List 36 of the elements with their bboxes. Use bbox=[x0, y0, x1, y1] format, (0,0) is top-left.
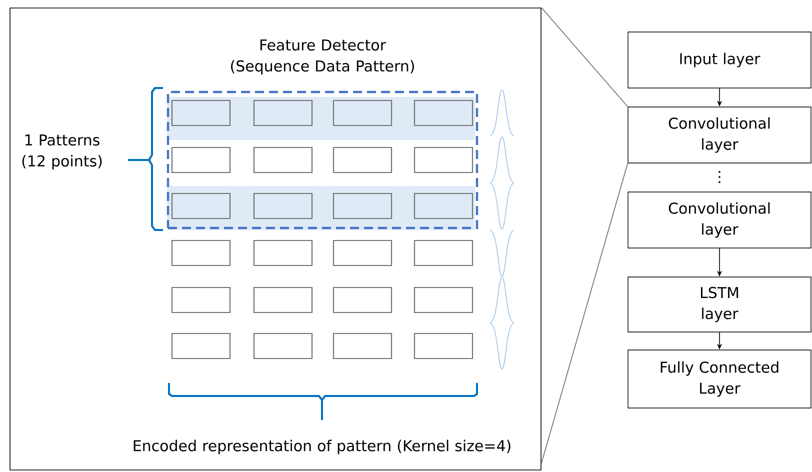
panel-frame bbox=[10, 8, 542, 470]
cell-box bbox=[332, 332, 392, 360]
layer-box: Input layer bbox=[628, 32, 812, 88]
cell-box bbox=[253, 332, 313, 360]
cell-box bbox=[171, 286, 231, 314]
caption-label: Encoded representation of pattern (Kernel size=4) bbox=[134, 440, 510, 454]
cell-box bbox=[171, 332, 231, 360]
zoom-line bbox=[541, 162, 628, 464]
side-label: 1 Patterns (12 points) bbox=[22, 134, 102, 170]
cell-box bbox=[253, 286, 313, 314]
layer-box: Fully Connected Layer bbox=[628, 350, 812, 408]
cell-box bbox=[332, 146, 392, 174]
cell-box bbox=[414, 240, 474, 266]
cell-box bbox=[253, 146, 313, 174]
ellipsis: ⋮ bbox=[718, 170, 720, 184]
cell-box bbox=[171, 192, 231, 220]
cell-box bbox=[414, 332, 474, 360]
cell-box bbox=[414, 286, 474, 314]
cell-box bbox=[332, 100, 392, 126]
cell-box bbox=[253, 100, 313, 126]
cell-box bbox=[171, 100, 231, 126]
cell-box bbox=[171, 146, 231, 174]
cell-box bbox=[414, 192, 474, 220]
layer-box: Convolutional layer bbox=[628, 192, 812, 248]
cell-box bbox=[332, 192, 392, 220]
layer-box: LSTM layer bbox=[628, 276, 812, 332]
heading: Feature Detector (Sequence Data Pattern) bbox=[231, 39, 414, 75]
zoom-line bbox=[541, 7, 628, 108]
cell-box bbox=[332, 240, 392, 266]
cell-box bbox=[171, 240, 231, 266]
cell-box bbox=[414, 100, 474, 126]
cell-box bbox=[332, 286, 392, 314]
layer-box: Convolutional layer bbox=[628, 106, 812, 164]
cell-box bbox=[253, 240, 313, 266]
cell-box bbox=[253, 192, 313, 220]
cell-box bbox=[414, 146, 474, 174]
